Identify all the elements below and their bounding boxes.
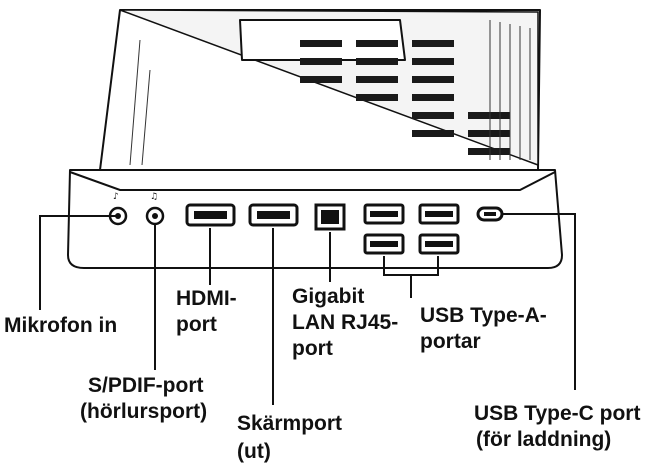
base-top-edge [69, 171, 556, 191]
headphone-glyph: ♫ [150, 192, 158, 202]
label-hdmi-line1: HDMI- [176, 287, 237, 310]
leader-microphone [39, 215, 118, 310]
usb-a-port-3-tongue [370, 241, 398, 247]
label-hdmi-line2: port [176, 313, 217, 336]
spdif-jack-core [152, 213, 158, 219]
vent-grille [300, 40, 510, 155]
usb-c-port-tongue [484, 212, 496, 216]
labels: Mikrofon in S/PDIF-port (hörlursport) HD… [4, 285, 640, 463]
microphone-glyph: ♪ [113, 192, 119, 202]
label-usba-line2: portar [420, 330, 481, 353]
label-displayport-line1: Skärmport [237, 412, 342, 435]
rj45-port-opening [321, 210, 339, 224]
leader-usbc [502, 213, 576, 390]
label-lan-line2: LAN RJ45- [292, 311, 398, 334]
label-usbc-line2: (för laddning) [476, 428, 611, 451]
usb-a-port-4-tongue [425, 241, 453, 247]
label-lan-line3: port [292, 337, 333, 360]
hdmi-port-slot [194, 211, 227, 219]
port-row: ♪ ♫ [108, 192, 504, 255]
displayport-slot [257, 211, 290, 219]
label-usbc-line1: USB Type-C port [474, 402, 640, 425]
label-spdif-line1: S/PDIF-port [88, 374, 204, 397]
leader-lines [39, 213, 576, 405]
usb-a-port-2-tongue [425, 211, 453, 217]
label-spdif-line2: (hörlursport) [80, 400, 207, 423]
label-microphone: Mikrofon in [4, 314, 117, 337]
usb-a-port-1-tongue [370, 211, 398, 217]
tower-diagonal-face [119, 9, 539, 167]
label-displayport-line2: (ut) [237, 440, 271, 463]
side-ribs [129, 20, 531, 166]
label-usba-line1: USB Type-A- [420, 304, 547, 327]
label-lan-line1: Gigabit [292, 285, 364, 308]
